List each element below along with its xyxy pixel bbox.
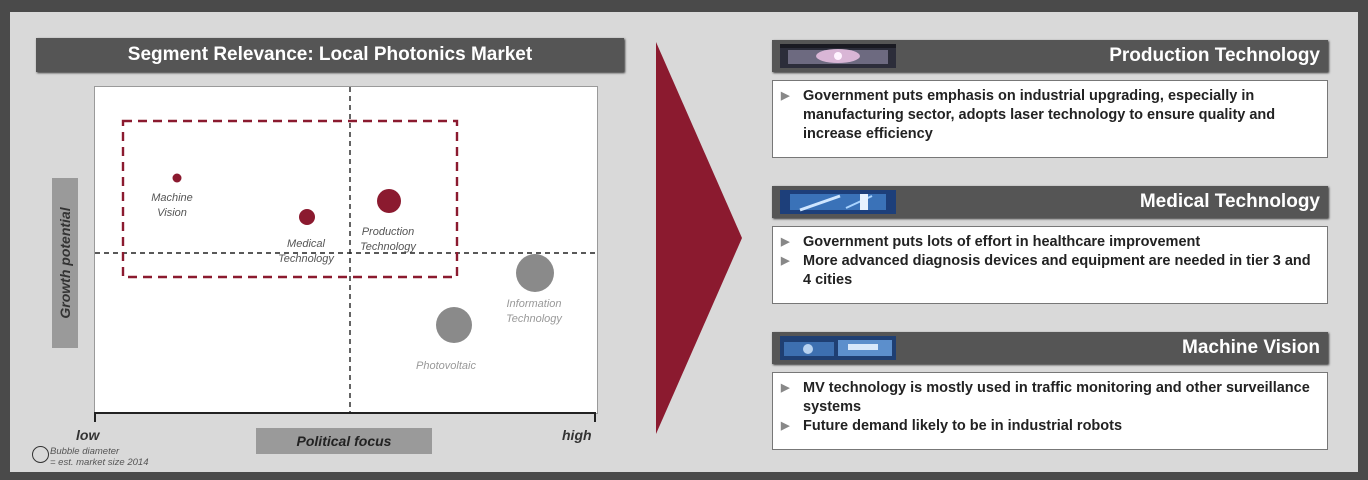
x-axis-low-label: low <box>76 427 100 443</box>
bubble-information-technology <box>516 254 554 292</box>
triangle-bullet-icon: ▶ <box>781 382 790 394</box>
bubble-machine-vision <box>172 173 182 183</box>
section-header-medical-technology: Medical Technology <box>772 186 1328 218</box>
triangle-bullet-icon: ▶ <box>781 255 790 267</box>
bullet-item: ▶Government puts emphasis on industrial … <box>781 88 1276 142</box>
section-body-production-technology: ▶Government puts emphasis on industrial … <box>772 80 1328 158</box>
slide-canvas: Segment Relevance: Local Photonics Marke… <box>10 12 1358 472</box>
focus-segment-frame <box>121 119 459 279</box>
triangle-bullet-icon: ▶ <box>781 236 790 248</box>
bubble-production-technology <box>377 189 401 213</box>
bullet-item: ▶Future demand likely to be in industria… <box>781 418 1123 434</box>
triangle-bullet-icon: ▶ <box>781 90 790 102</box>
x-axis-line <box>94 412 596 414</box>
chevron-arrow-icon <box>656 42 742 434</box>
laser-processing-photo <box>780 44 896 68</box>
bubble-photovoltaic <box>436 307 472 343</box>
bubble-legend-circle <box>32 446 49 463</box>
x-axis-label: Political focus <box>256 428 432 454</box>
y-axis-label-box <box>52 178 78 348</box>
chart-title: Segment Relevance: Local Photonics Marke… <box>36 38 624 72</box>
bubble-legend-note: Bubble diameter = est. market size 2014 <box>50 446 149 468</box>
x-axis-tick-left <box>94 412 96 422</box>
machine-vision-photo <box>780 336 896 360</box>
x-axis-high-label: high <box>562 427 592 443</box>
bullet-item: ▶MV technology is mostly used in traffic… <box>781 380 1310 415</box>
x-axis-tick-right <box>594 412 596 422</box>
section-body-medical-technology: ▶Government puts lots of effort in healt… <box>772 226 1328 304</box>
section-header-machine-vision: Machine Vision <box>772 332 1328 364</box>
section-title: Machine Vision <box>1182 337 1320 358</box>
label-photovoltaic: Photovoltaic <box>416 360 476 372</box>
bubble-chart-svg <box>95 87 597 413</box>
bubble-medical-technology <box>299 209 315 225</box>
medical-laser-photo <box>780 190 896 214</box>
section-body-machine-vision: ▶MV technology is mostly used in traffic… <box>772 372 1328 450</box>
triangle-bullet-icon: ▶ <box>781 420 790 432</box>
bullet-item: ▶More advanced diagnosis devices and equ… <box>781 253 1311 288</box>
bullet-item: ▶Government puts lots of effort in healt… <box>781 234 1201 250</box>
y-axis-label: Growth potential <box>57 207 73 319</box>
section-title: Production Technology <box>1109 45 1320 66</box>
section-header-production-technology: Production Technology <box>772 40 1328 72</box>
section-title: Medical Technology <box>1139 191 1320 212</box>
